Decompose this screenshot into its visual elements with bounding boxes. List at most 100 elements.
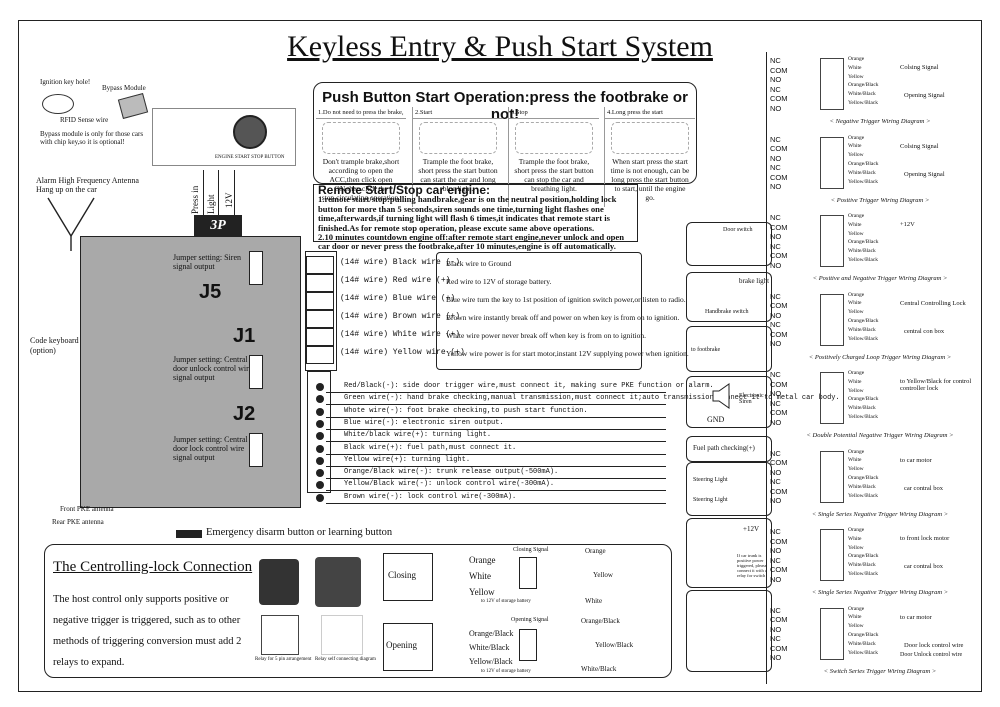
wire14-label: (14# wire) White wire (+) [340, 330, 461, 339]
engine-button-illustration: ENGINE START STOP BUTTON [152, 108, 296, 166]
lower-wire-label: Orange/Black wire(-): trunk release outp… [344, 468, 559, 477]
relay-pin-label: COM [770, 329, 788, 339]
relay-pin-label: NC [770, 605, 781, 615]
relay-wire-label: Yellow [848, 387, 864, 394]
brake-light-label: brake light [739, 277, 770, 285]
engine-start-button-icon [233, 115, 267, 149]
relay-wire-label: Orange [848, 370, 865, 376]
closing-white: White [469, 571, 491, 581]
diagram-caption: < Positive Trigger Wiring Diagram > [830, 196, 930, 204]
relay-wire-label: Orange/Black [848, 631, 879, 638]
connector-wire-press-in: Press in [190, 185, 200, 214]
handbrake-label: Handbrake switch [705, 309, 749, 315]
wire14-desc: White wire power never break off when ke… [446, 331, 647, 340]
relay-pin-label: NC [770, 291, 781, 301]
relay-photo-1 [259, 559, 299, 605]
page-title: Keyless Entry & Push Start System [287, 30, 713, 63]
relay-pin-label: NO [770, 389, 782, 398]
relay-pin-label: NC [770, 213, 781, 222]
relay-pin-label: COM [770, 144, 788, 153]
remote-text-2: 2.10 minutes countdown engine off:after … [318, 232, 625, 252]
wire-line [326, 416, 666, 418]
antenna-icon [47, 197, 95, 251]
relay-wire-label: Yellow [848, 152, 864, 159]
relay-signal-label-2: central con box [904, 327, 945, 335]
wire-line [326, 428, 666, 430]
j5-jumper[interactable] [249, 251, 263, 285]
centrolling-title: The Centrolling-lock Connection [53, 559, 253, 575]
gnd-label: GND [707, 415, 725, 424]
footbrake-box: to footbrake [686, 326, 772, 372]
relay-pin-label: NO [770, 232, 782, 241]
wire-terminal [316, 493, 324, 502]
relay-pin-label: NO [770, 103, 782, 113]
diagram-caption: < Positive and Negative Trigger Wiring D… [812, 275, 948, 282]
relay-pin-label: NO [770, 653, 782, 662]
siren-label: Electronic Siren [739, 393, 764, 405]
j1-jumper[interactable] [249, 355, 263, 389]
relay-wire-label: Yellow/Black [848, 100, 878, 106]
wire14-relay [306, 328, 334, 346]
relay-pin-label: NC [770, 84, 781, 94]
relay-pinout-1 [261, 615, 299, 655]
wire14-relay [306, 256, 334, 274]
relay-signal-label-2: car contral box [904, 484, 943, 492]
closing-label: Closing [388, 570, 417, 580]
remote-text-1: 1.remote start/stop:pulling handbrake,ge… [318, 194, 617, 233]
relay-pin-label: NO [770, 546, 782, 555]
door-switch-box: Door switch [686, 222, 772, 266]
relay-block [820, 58, 844, 110]
relay-signal-label: Colsing Signal [900, 64, 939, 71]
opening-yb: Yellow/Black [469, 657, 513, 666]
relay-pin-label: COM [770, 94, 788, 103]
relay-wire-label: Yellow [848, 623, 864, 630]
bypass-module-label: Bypass Module [102, 84, 146, 92]
opening-wb: White/Black [469, 643, 510, 652]
wire14-desc: Red wire to 12V of storage battery. [446, 277, 552, 286]
relay-block [820, 293, 844, 346]
opening-right-ob: Orange/Black [581, 617, 620, 625]
lower-wire-label: Red/Black(-): side door trigger wire,mus… [344, 382, 714, 390]
wire14-desc: Black wire to Ground [446, 259, 512, 268]
relay-pin-label: COM [770, 458, 788, 467]
wire-line [326, 478, 666, 480]
closing-right-orange: Orange [585, 547, 606, 555]
relay-signal-label-2: Opening Signal [904, 92, 945, 99]
j2-jumper[interactable] [249, 433, 263, 467]
rear-pke-label: Rear PKE antenna [52, 518, 104, 526]
wire14-desc: Yellow wire power is for start motor,ins… [446, 349, 689, 358]
closing-yellow: Yellow [469, 587, 495, 597]
step-4-hand-icon [611, 122, 689, 154]
relay-pin-label: NC [770, 634, 781, 643]
lower-wire-label: Brown wire(-): lock control wire(-300mA)… [344, 492, 517, 501]
j2-jumper-note: Jumper setting: Central door lock contro… [173, 435, 248, 462]
relay-pin-label: COM [770, 301, 788, 310]
wire-terminal [316, 432, 324, 441]
wire14-label: (14# wire) Yellow wire (+) [340, 348, 465, 357]
centrolling-box: The Centrolling-lock Connection The host… [44, 544, 672, 678]
relay-pin-label: NO [770, 75, 782, 84]
emergency-button-icon[interactable] [176, 530, 202, 538]
emergency-label: Emergency disarm button or learning butt… [206, 527, 393, 538]
opening-signal-label: Opening Signal [511, 617, 549, 623]
relay-wire-label: White [848, 300, 862, 307]
wire-terminal [316, 383, 324, 391]
closing-right-white: White [585, 597, 603, 605]
relay-wire-label: White [848, 143, 862, 150]
closing-signal-label: Closing Signal [513, 547, 549, 553]
wire-terminal [316, 407, 324, 416]
opening-box: Opening [383, 623, 433, 671]
diagram-caption: < Single Series Negative Trigger Wiring … [811, 510, 949, 518]
engine-button-caption: ENGINE START STOP BUTTON [215, 155, 285, 160]
key-icon [42, 94, 74, 114]
relay-pin-label: COM [770, 643, 788, 653]
opening-right-yb: Yellow/Black [595, 641, 634, 649]
relay-pin-label: NO [770, 624, 782, 634]
relay-wire-label: Orange/Black [848, 82, 879, 89]
fuel-box: Fuel path checking(+) [686, 436, 772, 462]
step-4: 4.Long press the start When start press … [604, 107, 695, 207]
code-keyboard-label: Code keyboard (option) [30, 336, 79, 355]
relay-wire-label: White [848, 457, 862, 464]
relay-pin-label: COM [770, 408, 788, 417]
j5-label: J5 [199, 281, 222, 303]
